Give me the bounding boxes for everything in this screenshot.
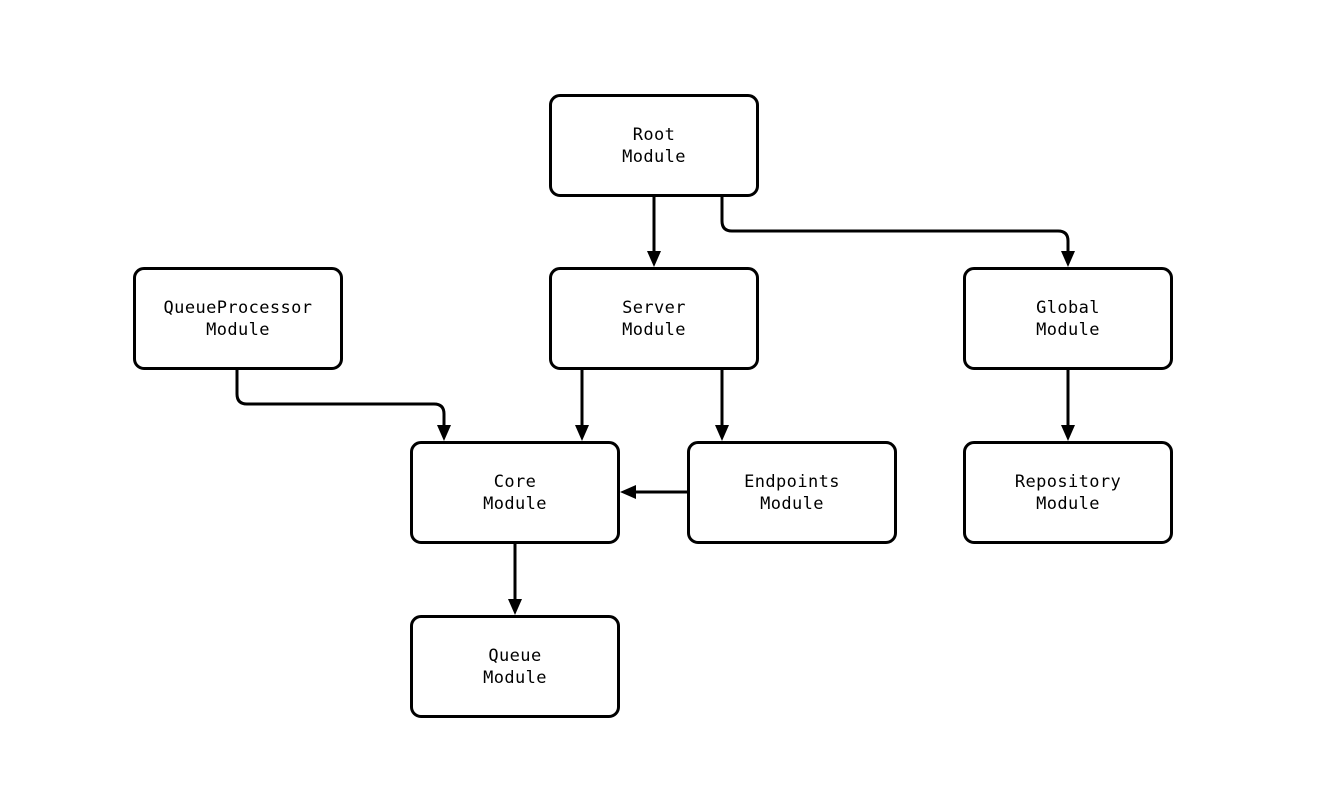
node-queueprocessor-name: QueueProcessor [163, 297, 313, 318]
edge-endpoints-core-arrowhead-icon [620, 485, 636, 499]
edge-server-core-arrowhead-icon [575, 425, 589, 441]
edge-root-global-line [720, 197, 1070, 252]
node-queue-suffix: Module [483, 667, 547, 688]
edge-root-server-arrowhead-icon [647, 251, 661, 267]
edge-server-core [575, 370, 589, 441]
edge-server-endpoints [715, 370, 729, 441]
node-server-suffix: Module [622, 319, 686, 340]
node-server-name: Server [622, 297, 686, 318]
node-repository-name: Repository [1014, 471, 1122, 492]
edge-queueprocessor-core [235, 370, 451, 441]
edge-root-server [647, 197, 661, 267]
node-endpoints-suffix: Module [760, 493, 824, 514]
node-core-name: Core [493, 471, 537, 492]
node-root-suffix: Module [622, 146, 686, 167]
edge-global-repository-arrowhead-icon [1061, 425, 1075, 441]
node-global-suffix: Module [1036, 319, 1100, 340]
edge-server-endpoints-arrowhead-icon [715, 425, 729, 441]
node-queueprocessor-suffix: Module [206, 319, 270, 340]
edge-queueprocessor-core-arrowhead-icon [437, 425, 451, 441]
edge-core-queue [508, 544, 522, 615]
edge-root-global [720, 197, 1075, 267]
edge-queueprocessor-core-line [235, 370, 446, 426]
edge-root-global-arrowhead-icon [1061, 251, 1075, 267]
node-core-suffix: Module [483, 493, 547, 514]
node-repository-suffix: Module [1036, 493, 1100, 514]
edge-global-repository [1061, 370, 1075, 441]
node-endpoints-name: Endpoints [744, 471, 840, 492]
node-root-name: Root [632, 124, 676, 145]
node-queue-name: Queue [488, 645, 542, 666]
edge-endpoints-core [620, 485, 687, 499]
node-global-name: Global [1036, 297, 1100, 318]
edge-core-queue-arrowhead-icon [508, 599, 522, 615]
